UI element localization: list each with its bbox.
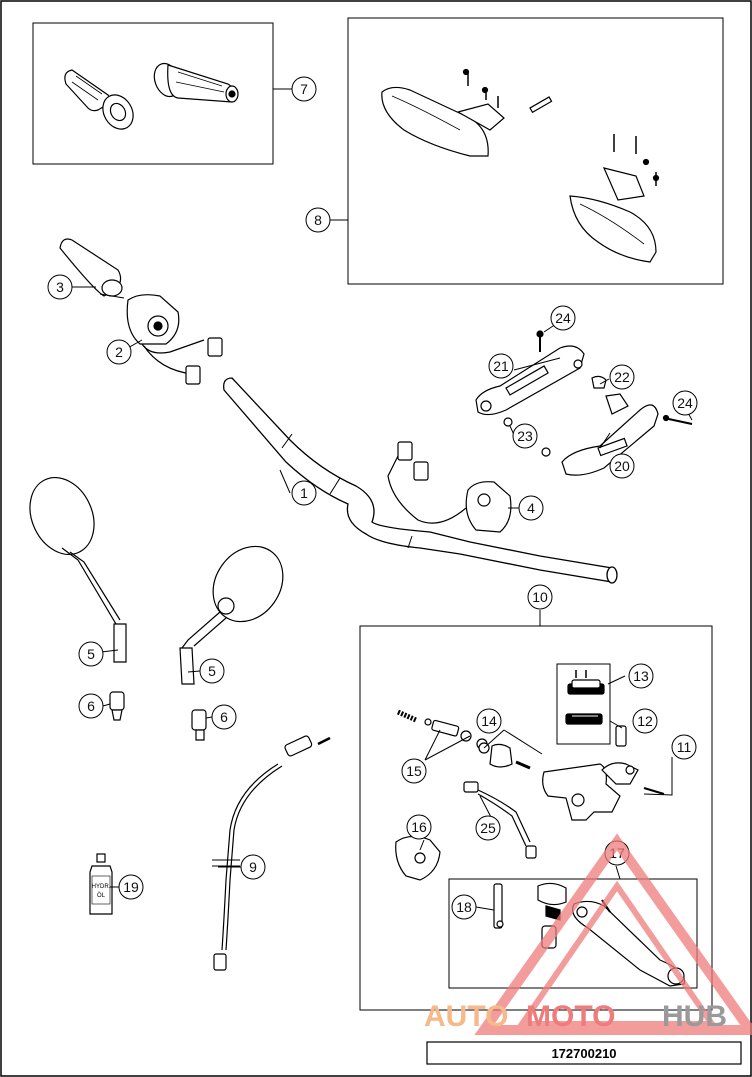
svg-text:2: 2 xyxy=(115,344,123,360)
svg-text:25: 25 xyxy=(480,820,496,836)
watermark-part2: MOTO xyxy=(526,1000,615,1033)
master-cylinder-part xyxy=(542,725,665,821)
brake-lever-subgroup-box xyxy=(448,878,698,989)
callout-6-left: 6 xyxy=(78,693,104,719)
svg-text:7: 7 xyxy=(300,81,308,97)
svg-text:12: 12 xyxy=(637,713,653,729)
reservoir-cover-group-box xyxy=(556,663,611,745)
watermark-part3: HUB xyxy=(662,1000,727,1033)
callout-8: 8 xyxy=(305,207,331,233)
callout-11: 11 xyxy=(671,734,697,760)
svg-text:22: 22 xyxy=(614,369,630,385)
brake-master-group-box xyxy=(359,625,713,1011)
svg-text:5: 5 xyxy=(208,663,216,679)
callout-5-left: 5 xyxy=(78,641,104,667)
callout-20: 20 xyxy=(609,453,635,479)
clutch-lever-part xyxy=(475,330,585,416)
mirror-adapter-left-part xyxy=(109,691,125,721)
grip-right-part xyxy=(153,62,239,103)
callout-10: 10 xyxy=(527,584,553,610)
svg-text:1: 1 xyxy=(300,485,308,501)
svg-text:5: 5 xyxy=(87,646,95,662)
handguard-left-part xyxy=(381,68,553,157)
drawing-number-box xyxy=(426,1041,742,1065)
callout-7: 7 xyxy=(291,76,317,102)
callout-13: 13 xyxy=(628,663,654,689)
callout-6-right: 6 xyxy=(211,704,237,730)
bottle-label-line2: ÖL xyxy=(97,892,106,899)
svg-text:19: 19 xyxy=(123,879,139,895)
callout-25: 25 xyxy=(475,815,501,841)
svg-text:9: 9 xyxy=(249,859,257,875)
callout-16: 16 xyxy=(406,814,432,840)
callout-15: 15 xyxy=(401,758,427,784)
svg-text:6: 6 xyxy=(220,709,228,725)
callout-19: 19 xyxy=(118,874,144,900)
grip-left-part xyxy=(64,69,134,130)
leader-lines xyxy=(72,88,693,911)
callout-2: 2 xyxy=(106,339,132,365)
svg-text:10: 10 xyxy=(532,589,548,605)
throttle-grip-part xyxy=(59,238,125,299)
svg-text:21: 21 xyxy=(493,358,509,374)
callout-4: 4 xyxy=(518,495,544,521)
mirror-left-part xyxy=(29,476,127,663)
handguard-right-part xyxy=(569,134,660,263)
svg-text:4: 4 xyxy=(527,500,535,516)
brake-switch-cable-part xyxy=(212,735,331,971)
switch-assembly-part xyxy=(387,441,512,533)
reservoir-cover-part xyxy=(565,670,605,725)
svg-text:6: 6 xyxy=(87,698,95,714)
callout-24-right: 24 xyxy=(672,390,698,416)
svg-text:14: 14 xyxy=(481,713,497,729)
svg-text:8: 8 xyxy=(314,212,322,228)
hydraulic-oil-bottle-part xyxy=(89,853,113,915)
svg-text:18: 18 xyxy=(456,899,472,915)
mirror-right-part xyxy=(179,545,284,685)
callout-3: 3 xyxy=(47,274,73,300)
lever-bolts-part xyxy=(503,417,551,457)
callout-12: 12 xyxy=(632,708,658,734)
watermark-part1: AUTO xyxy=(424,1000,508,1033)
svg-text:23: 23 xyxy=(517,428,533,444)
hose-connector-part xyxy=(463,781,537,859)
svg-text:3: 3 xyxy=(56,279,64,295)
callout-22: 22 xyxy=(609,364,635,390)
callout-14: 14 xyxy=(476,708,502,734)
svg-text:20: 20 xyxy=(614,458,630,474)
svg-text:16: 16 xyxy=(411,819,427,835)
throttle-housing-part xyxy=(126,294,223,385)
watermark-triangle xyxy=(474,833,752,1035)
mirror-adapter-right-part xyxy=(191,709,207,741)
callout-23: 23 xyxy=(512,423,538,449)
handguards-group-box xyxy=(347,17,724,285)
callout-24-top: 24 xyxy=(550,305,576,331)
svg-text:24: 24 xyxy=(677,395,693,411)
svg-text:11: 11 xyxy=(677,739,692,755)
drawing-number: 172700210 xyxy=(551,1046,616,1061)
callout-18: 18 xyxy=(451,894,477,920)
callout-21: 21 xyxy=(488,353,514,379)
lever-pivot-part xyxy=(395,835,441,881)
callout-5-right: 5 xyxy=(199,658,225,684)
piston-spring-part xyxy=(396,709,488,750)
bottle-label-line1: HYDR. xyxy=(92,884,111,890)
svg-text:15: 15 xyxy=(406,763,422,779)
brake-hand-lever-part xyxy=(561,375,693,476)
svg-text:24: 24 xyxy=(555,310,571,326)
callout-9: 9 xyxy=(240,854,266,880)
handlebar-part xyxy=(223,377,618,584)
boot-bushing-part xyxy=(478,742,531,770)
svg-text:13: 13 xyxy=(633,668,649,684)
grips-group-box xyxy=(32,22,274,165)
callout-1: 1 xyxy=(291,480,317,506)
